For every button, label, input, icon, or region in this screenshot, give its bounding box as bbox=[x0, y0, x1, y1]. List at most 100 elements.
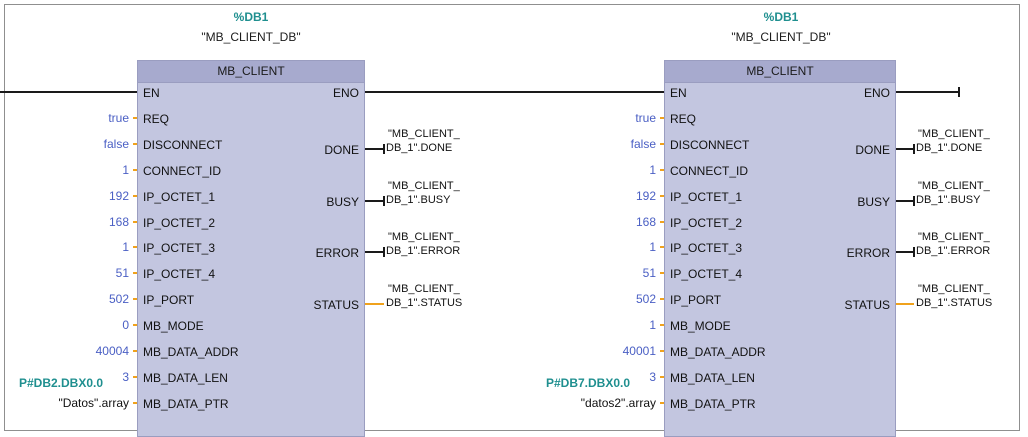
input-value[interactable]: true bbox=[108, 110, 129, 125]
output-variable-line2[interactable]: DB_1".DONE bbox=[386, 141, 453, 154]
input-value[interactable]: 51 bbox=[642, 266, 656, 281]
output-variable-line2[interactable]: DB_1".BUSY bbox=[386, 193, 451, 206]
input-pin-en: EN bbox=[670, 86, 687, 100]
input-pin-en: EN bbox=[143, 86, 160, 100]
output-variable-line2[interactable]: DB_1".STATUS bbox=[916, 297, 993, 310]
input-wire bbox=[660, 350, 664, 352]
input-pin-mb-mode: MB_MODE bbox=[143, 319, 204, 334]
output-wire bbox=[896, 251, 914, 254]
input-value[interactable]: true bbox=[635, 110, 656, 125]
input-wire bbox=[133, 375, 137, 378]
input-pin-ip-octet-4: IP_OCTET_4 bbox=[143, 267, 216, 282]
input-pin-connect-id: CONNECT_ID bbox=[143, 163, 222, 178]
output-variable-line2[interactable]: DB_1".STATUS bbox=[386, 297, 463, 310]
instance-db-number: %DB1 bbox=[763, 10, 799, 24]
output-variable-line2[interactable]: DB_1".ERROR bbox=[386, 245, 461, 258]
input-wire bbox=[133, 220, 137, 223]
input-pin-ip-octet-3: IP_OCTET_3 bbox=[670, 241, 743, 256]
output-wire-end bbox=[383, 247, 385, 258]
output-pin-busy: BUSY bbox=[326, 194, 359, 209]
output-variable-line1[interactable]: "MB_CLIENT_ bbox=[918, 231, 990, 244]
input-value[interactable]: 1 bbox=[649, 318, 656, 333]
input-value[interactable]: 192 bbox=[108, 188, 129, 203]
input-value[interactable]: 51 bbox=[115, 266, 129, 281]
input-value[interactable]: 40004 bbox=[95, 344, 129, 358]
input-pin-ip-octet-4: IP_OCTET_4 bbox=[670, 267, 743, 282]
output-variable-line2[interactable]: DB_1".BUSY bbox=[916, 193, 981, 206]
function-block-title: MB_CLIENT bbox=[138, 61, 364, 83]
input-value[interactable]: 1 bbox=[649, 162, 656, 177]
data-pointer-address: P#DB2.DBX0.0 bbox=[19, 375, 104, 390]
power-flow-end bbox=[958, 87, 960, 97]
input-wire bbox=[660, 142, 664, 145]
output-wire bbox=[896, 199, 914, 202]
input-wire bbox=[133, 142, 137, 145]
output-wire bbox=[365, 147, 384, 150]
input-value[interactable]: 1 bbox=[122, 240, 129, 255]
data-pointer-variable[interactable]: "Datos".array bbox=[58, 395, 129, 410]
output-variable-line1[interactable]: "MB_CLIENT_ bbox=[388, 179, 460, 192]
input-value[interactable]: 502 bbox=[108, 292, 129, 307]
input-pin-ip-octet-2: IP_OCTET_2 bbox=[670, 215, 743, 230]
input-value[interactable]: 3 bbox=[122, 369, 129, 384]
input-pin-mb-data-len: MB_DATA_LEN bbox=[143, 370, 228, 385]
output-pin-eno: ENO bbox=[332, 86, 359, 100]
output-variable-line1[interactable]: "MB_CLIENT_ bbox=[388, 283, 460, 296]
output-wire bbox=[365, 303, 384, 306]
output-pin-done: DONE bbox=[324, 142, 359, 157]
input-pin-mb-data-ptr: MB_DATA_PTR bbox=[143, 396, 229, 411]
input-wire bbox=[133, 298, 137, 301]
input-wire bbox=[133, 168, 137, 171]
function-block-1[interactable]: MB_CLIENT EN REQ DISCONNECT CONNECT_ID IP_OCT… bbox=[137, 60, 365, 437]
input-pin-mb-data-ptr: MB_DATA_PTR bbox=[670, 396, 756, 411]
input-pin-disconnect: DISCONNECT bbox=[670, 137, 750, 152]
input-wire bbox=[133, 350, 137, 352]
instance-db-name: "MB_CLIENT_DB" bbox=[201, 30, 301, 44]
input-value[interactable]: false bbox=[103, 136, 129, 151]
output-pin-eno: ENO bbox=[863, 86, 890, 100]
input-value[interactable]: 168 bbox=[108, 214, 129, 229]
input-wire bbox=[133, 401, 137, 404]
output-variable-line1[interactable]: "MB_CLIENT_ bbox=[918, 127, 990, 140]
input-wire bbox=[660, 116, 664, 119]
output-variable-line2[interactable]: DB_1".ERROR bbox=[916, 245, 991, 258]
input-value[interactable]: 1 bbox=[649, 240, 656, 255]
input-value[interactable]: 168 bbox=[635, 214, 656, 229]
input-pin-mb-data-len: MB_DATA_LEN bbox=[670, 370, 755, 385]
input-pin-req: REQ bbox=[670, 111, 697, 126]
input-pin-disconnect: DISCONNECT bbox=[143, 137, 223, 152]
output-wire-end bbox=[913, 247, 915, 258]
input-wire bbox=[660, 375, 664, 378]
power-flow-line bbox=[896, 91, 960, 93]
output-pin-done: DONE bbox=[855, 142, 890, 157]
input-wire bbox=[133, 324, 137, 327]
input-pin-ip-port: IP_PORT bbox=[670, 293, 722, 308]
input-pin-req: REQ bbox=[143, 111, 170, 126]
input-value[interactable]: 1 bbox=[122, 162, 129, 177]
output-variable-line1[interactable]: "MB_CLIENT_ bbox=[388, 127, 460, 140]
output-variable-line1[interactable]: "MB_CLIENT_ bbox=[388, 231, 460, 244]
input-wire bbox=[133, 194, 137, 197]
output-variable-line1[interactable]: "MB_CLIENT_ bbox=[918, 179, 990, 192]
input-value[interactable]: 3 bbox=[649, 369, 656, 384]
input-pin-ip-octet-1: IP_OCTET_1 bbox=[143, 189, 216, 204]
input-value[interactable]: 502 bbox=[635, 292, 656, 307]
input-wire bbox=[660, 298, 664, 301]
output-variable-line1[interactable]: "MB_CLIENT_ bbox=[918, 283, 990, 296]
input-value[interactable]: 192 bbox=[635, 188, 656, 203]
input-wire bbox=[660, 401, 664, 404]
output-wire-end bbox=[383, 195, 385, 206]
input-pin-ip-octet-2: IP_OCTET_2 bbox=[143, 215, 216, 230]
input-value[interactable]: 40001 bbox=[622, 344, 656, 358]
input-pin-connect-id: CONNECT_ID bbox=[670, 163, 749, 178]
input-value[interactable]: false bbox=[630, 136, 656, 151]
instance-db-number: %DB1 bbox=[233, 10, 269, 24]
input-value[interactable]: 0 bbox=[122, 318, 129, 333]
data-pointer-variable[interactable]: "datos2".array bbox=[580, 395, 656, 410]
input-pin-ip-octet-3: IP_OCTET_3 bbox=[143, 241, 216, 256]
input-pin-ip-port: IP_PORT bbox=[143, 293, 195, 308]
output-variable-line2[interactable]: DB_1".DONE bbox=[916, 141, 983, 154]
output-pin-busy: BUSY bbox=[857, 194, 890, 209]
instance-db-name: "MB_CLIENT_DB" bbox=[731, 30, 831, 44]
